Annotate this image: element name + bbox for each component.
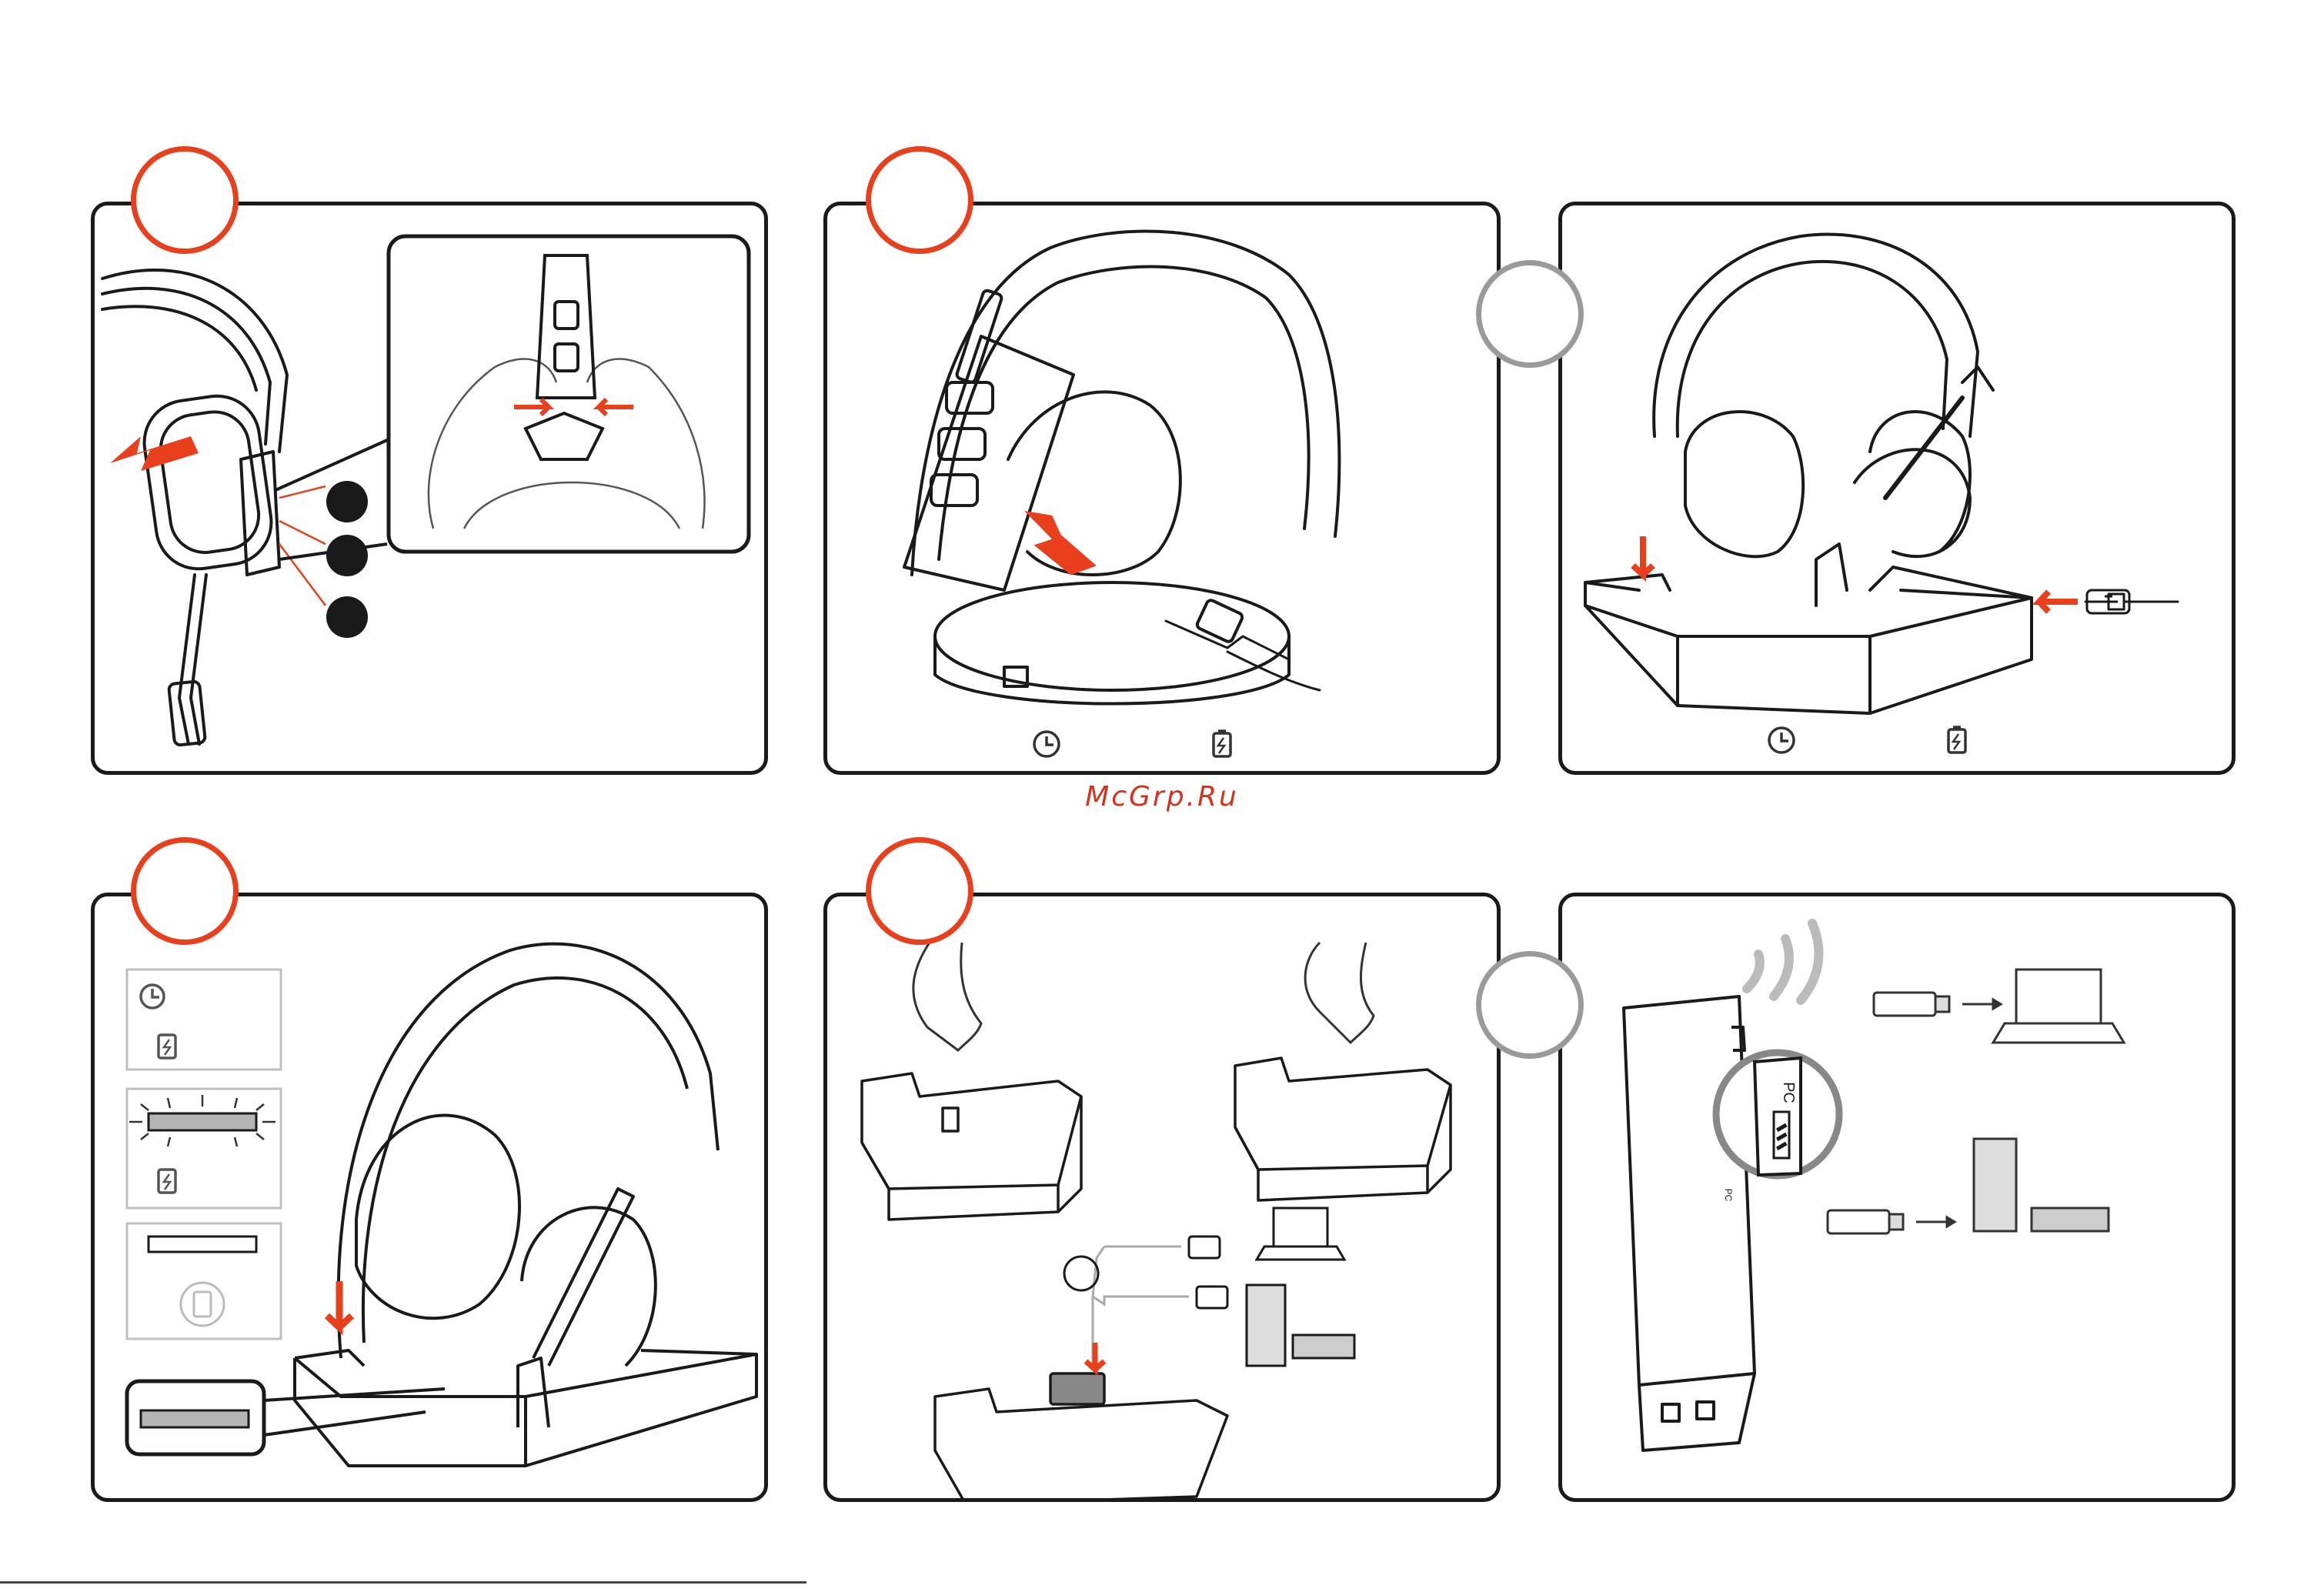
- battery-charging-icon: [159, 1035, 175, 1058]
- battery-charging-icon: [1214, 731, 1230, 756]
- clock-icon: [1034, 732, 1059, 756]
- watermark: McGrp.Ru: [0, 781, 2324, 813]
- step-badge-5: [866, 837, 973, 945]
- arrow-icon: [1633, 536, 1653, 575]
- adapter-switch-drawing: PC PC: [1562, 896, 2236, 1502]
- step-badge-2: [866, 146, 973, 254]
- panel-charge-with-cable: [823, 202, 1501, 775]
- headset-cable-drawing: [827, 205, 1501, 775]
- laptop-icon: [1257, 1208, 1344, 1260]
- arrow-icon: [327, 1281, 352, 1327]
- headset-side-drawing: [95, 205, 768, 775]
- console-icon: [1293, 1335, 1354, 1358]
- panel-charge-on-base: [1558, 202, 2236, 775]
- panel-charge-status-led: [91, 893, 768, 1502]
- led-status-drawing: [95, 896, 768, 1502]
- panel-insert-usb-adapter: [823, 893, 1501, 1502]
- led-blinking: [129, 1095, 275, 1146]
- adapter-pc-label: PC: [1723, 1189, 1734, 1202]
- hand-drawing: [913, 935, 1374, 1050]
- battery-full-icon: [181, 1283, 224, 1326]
- step-badge-4: [131, 837, 239, 945]
- step-badge-3: [1476, 260, 1584, 368]
- console-icon: [2032, 1208, 2109, 1231]
- clock-icon: [1769, 728, 1794, 753]
- led-solid: [149, 1237, 256, 1252]
- arrow-icon: [2039, 592, 2078, 612]
- mode-switch-pc-label: PC: [1780, 1082, 1797, 1103]
- callout-dot: [326, 481, 368, 638]
- step-badge-1: [131, 146, 239, 254]
- arrow-icon: [110, 436, 199, 471]
- battery-charging-icon: [1948, 727, 1965, 753]
- arrow-icon: [1008, 504, 1108, 583]
- wireless-icon: [1747, 923, 1818, 1000]
- headset-base-drawing: [1562, 205, 2236, 775]
- battery-charging-icon: [159, 1170, 175, 1193]
- console-icon: [1974, 1139, 2016, 1231]
- clock-icon: [141, 985, 164, 1008]
- arrow-icon: [1086, 1343, 1104, 1370]
- console-icon: [1247, 1285, 1285, 1366]
- led-solid: [141, 1410, 249, 1427]
- adapter-insert-drawing: [827, 896, 1501, 1502]
- panel-usb-adapter-mode-switch: PC PC: [1558, 893, 2236, 1502]
- footer-rule: [0, 1581, 806, 1584]
- mode-switch: PC: [1716, 1053, 1839, 1176]
- panel-remove-ear-cushion: [91, 202, 768, 775]
- laptop-icon: [1993, 970, 2124, 1043]
- usb-adapter: [1624, 996, 1755, 1450]
- step-badge-6: [1476, 951, 1584, 1059]
